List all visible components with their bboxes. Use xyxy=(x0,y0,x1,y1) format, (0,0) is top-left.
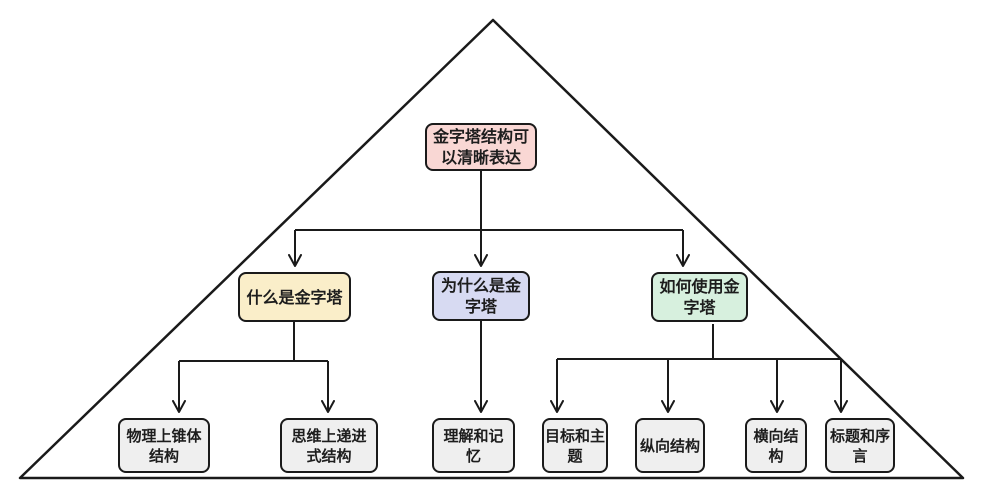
node-vertical-structure: 纵向结构 xyxy=(635,418,705,473)
node-goals-and-themes: 目标和主 题 xyxy=(542,418,608,473)
node-why-label: 为什么是金 字塔 xyxy=(440,276,521,316)
node-root: 金字塔结构可 以清晰表达 xyxy=(425,123,537,171)
node-title-preface-label: 标题和序 言 xyxy=(829,426,890,465)
node-understanding-and-memory: 理解和记 忆 xyxy=(432,418,515,473)
node-horizontal-structure: 横向结 构 xyxy=(745,418,807,473)
node-how-label: 如何使用金 字塔 xyxy=(659,277,740,317)
node-what-is-pyramid: 什么是金字塔 xyxy=(238,272,351,322)
node-root-label: 金字塔结构可 以清晰表达 xyxy=(432,127,529,167)
node-physical-label: 物理上锥体 结构 xyxy=(126,426,202,465)
node-horizontal-label: 横向结 构 xyxy=(753,426,799,465)
node-how-to-use-pyramid: 如何使用金 字塔 xyxy=(651,272,748,322)
node-progressive-label: 思维上递进 式结构 xyxy=(291,426,367,465)
node-why-pyramid: 为什么是金 字塔 xyxy=(432,271,530,321)
node-what-label: 什么是金字塔 xyxy=(246,287,343,307)
node-understand-label: 理解和记 忆 xyxy=(443,426,504,465)
node-vertical-label: 纵向结构 xyxy=(639,436,700,455)
node-goal-label: 目标和主 题 xyxy=(544,426,605,465)
node-progressive-thinking-structure: 思维上递进 式结构 xyxy=(280,418,378,473)
node-title-and-preface: 标题和序 言 xyxy=(825,418,895,473)
node-physical-cone-structure: 物理上锥体 结构 xyxy=(118,418,210,473)
pyramid-outline xyxy=(18,18,965,480)
